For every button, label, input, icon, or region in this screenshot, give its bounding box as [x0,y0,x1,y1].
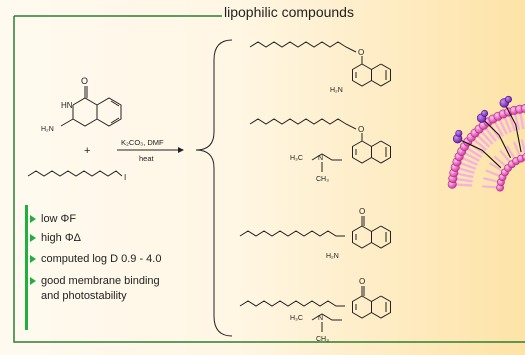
bullet-icon [30,277,36,285]
iodide-atom: I [124,173,126,182]
product-4-methyl-down: CH₃ [316,336,329,343]
property-item: and photostability [41,290,127,302]
pterin-core [352,225,391,249]
bullet-icon [30,234,36,242]
lipid-tail [520,139,525,158]
product-3 [239,216,365,237]
product-2-methyl-down: CH₃ [316,176,329,183]
reaction-heat: heat [139,154,155,163]
product-2 [249,118,363,172]
product-2-oxygen: O [358,125,364,134]
lipid-head [522,153,525,161]
pterin-amine: H₂N [41,126,54,133]
heading-lipophilic-compounds: lipophilic compounds [224,4,354,20]
plus-sign: + [84,145,90,157]
product-4-nitrogen: N [318,315,323,322]
property-item: good membrane binding [41,275,160,287]
product-2-methyl: H₃C [290,155,303,162]
photosensitizer-chain [457,138,502,169]
product-4 [239,286,365,332]
property-item: computed log D 0.9 - 4.0 [41,253,162,265]
pterin-core [352,295,391,319]
product-3-amine: H₂N [326,253,339,260]
photosensitizer-head [481,109,489,117]
reaction-conditions: K₂CO₃, DMF [121,138,164,147]
pterin-core [352,140,391,164]
pterin-oxygen: O [81,76,88,86]
photosensitizer-head [455,129,463,137]
product-4-oxygen: O [359,277,365,286]
bracket-icon [195,39,233,337]
photosensitizer-chain [481,117,511,158]
product-4-methyl: H₃C [290,315,303,322]
product-2-nitrogen: N [318,155,323,162]
product-1-amine: H₂N [330,87,343,94]
pterin-core [352,63,391,87]
property-bar [25,205,28,330]
product-1-oxygen: O [358,48,364,57]
liposome-icon [447,95,525,192]
property-item: low ΦF [41,213,77,225]
bullet-icon [30,215,36,223]
product-3-oxygen: O [359,207,365,216]
product-1 [249,41,363,64]
panel-border [13,16,525,343]
photosensitizer-head [504,95,512,103]
pterin-cores [352,63,391,319]
photosensitizer-chain [503,102,522,153]
lipid-head [520,103,525,113]
bullet-icon [30,255,36,263]
arrow-icon [117,147,184,153]
pterin-nh: HN [61,101,73,110]
iodoalkane-chain [27,170,123,177]
property-item: high ΦΔ [41,232,81,244]
pterin-structure [60,86,122,127]
